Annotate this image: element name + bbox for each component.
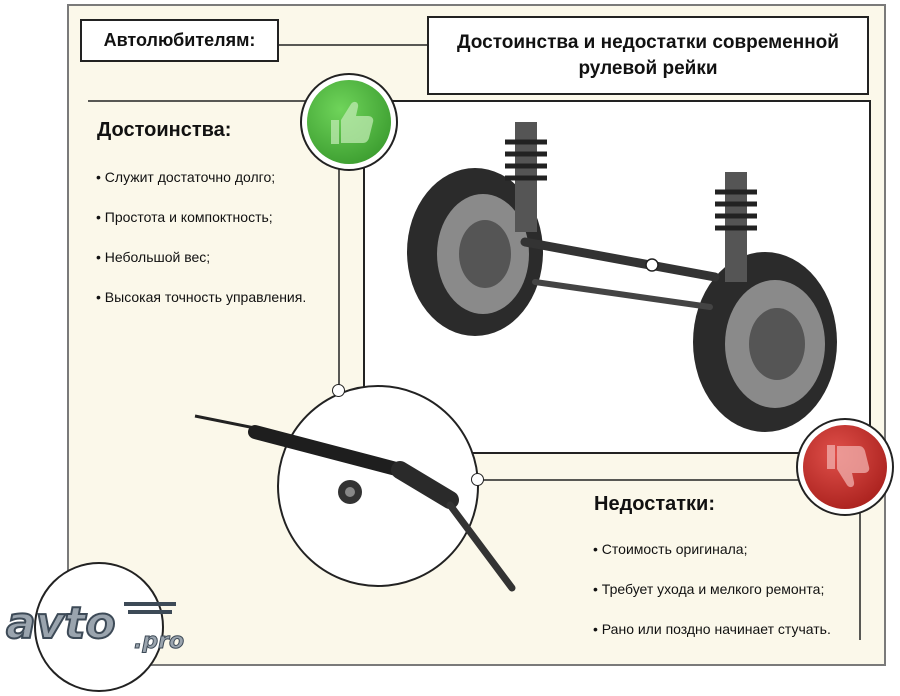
list-item: Простота и компоктность; xyxy=(96,207,306,247)
cons-list: Стоимость оригинала; Требует ухода и мел… xyxy=(593,539,831,659)
list-item: Служит достаточно долго; xyxy=(96,167,306,207)
pros-heading: Достоинства: xyxy=(97,119,232,141)
list-item: Рано или поздно начинает стучать. xyxy=(593,619,831,659)
logo-mark: avto .pro xyxy=(5,597,185,655)
suspension-illustration xyxy=(363,100,871,454)
list-item: Стоимость оригинала; xyxy=(593,539,831,579)
cons-heading: Недостатки: xyxy=(594,493,716,515)
list-item: Требует ухода и мелкого ремонта; xyxy=(593,579,831,619)
list-item: Высокая точность управления. xyxy=(96,287,306,327)
connector-dot xyxy=(332,384,345,397)
suspension-drawing xyxy=(407,122,837,432)
page-title: Достоинства и недостатки современной рул… xyxy=(427,16,869,95)
steering-rack-circle xyxy=(277,385,479,587)
svg-text:avto: avto xyxy=(6,598,116,649)
pros-list: Служит достаточно долго; Простота и комп… xyxy=(96,167,306,327)
audience-tag: Автолюбителям: xyxy=(80,19,279,62)
svg-text:.pro: .pro xyxy=(134,629,184,654)
thumbs-up-icon xyxy=(307,80,391,164)
connector-dot xyxy=(471,473,484,486)
list-item: Небольшой вес; xyxy=(96,247,306,287)
thumbs-down-icon xyxy=(803,425,887,509)
brand-logo: avto .pro xyxy=(4,596,200,656)
logo-circle xyxy=(34,562,164,692)
